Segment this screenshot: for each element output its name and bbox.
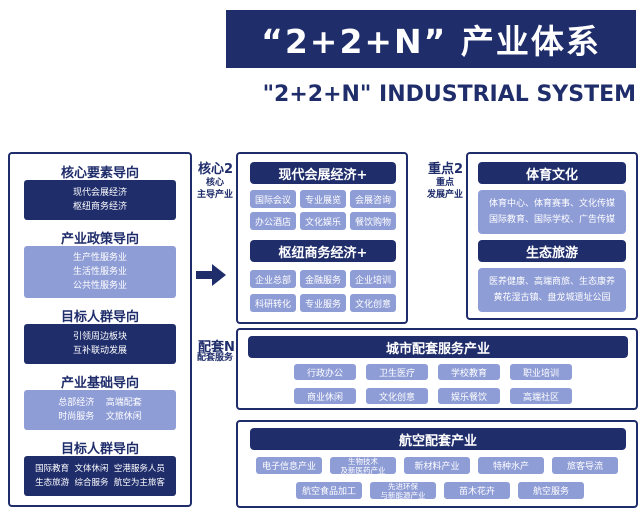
aviation-tag-line: 与新能源产业 <box>380 490 426 500</box>
key-sublabel: 重点 发展产业 <box>420 177 470 201</box>
aviation-tag: 生物技术 及新医药产业 <box>330 456 396 475</box>
aviation-tag: 先进环保 与新能源产业 <box>370 481 436 500</box>
section-heading: 产业基础导向 <box>60 376 139 391</box>
core-tag: 办公酒店 <box>250 212 296 230</box>
core-sublabel: 核心 主导产业 <box>192 177 238 201</box>
city-tag: 学校教育 <box>438 364 500 380</box>
city-tag: 行政办公 <box>294 364 356 380</box>
key-heading-sports: 体育文化 <box>478 162 626 184</box>
aviation-tag: 特种水产 <box>478 457 544 474</box>
key-line: 黄花湿古镇、盘龙城遗址公园 <box>493 293 611 303</box>
aviation-tag: 电子信息产业 <box>256 457 322 474</box>
city-tag: 高端社区 <box>510 388 572 404</box>
city-tag: 娱乐餐饮 <box>438 388 500 404</box>
page-title: “2+2+N” 产业体系 <box>261 22 601 61</box>
aviation-panel: 航空配套产业 电子信息产业 生物技术 及新医药产业 新材料产业 特种水产 旅客导… <box>236 420 638 508</box>
core-tag: 国际会议 <box>250 190 296 208</box>
city-tag: 商业休闲 <box>294 388 356 404</box>
core-tag: 文化娱乐 <box>300 212 346 230</box>
aviation-tag: 航空食品加工 <box>296 482 362 499</box>
key-box: 医养健康、高端商旅、生态康养 黄花湿古镇、盘龙城遗址公园 <box>478 268 626 312</box>
section-box: 现代会展经济 枢纽商务经济 <box>24 180 176 220</box>
aviation-heading: 航空配套产业 <box>250 428 626 450</box>
core-sub-line: 主导产业 <box>196 190 233 200</box>
section-line: 枢纽商务经济 <box>72 202 127 212</box>
page-subtitle: "2+2+N" INDUSTRIAL SYSTEM <box>262 82 636 107</box>
aviation-tag: 新材料产业 <box>404 457 470 474</box>
section-line: 国际教育 文体休闲 空港服务人员 <box>35 464 165 474</box>
city-tag: 文化创意 <box>366 388 428 404</box>
key-label: 重点2 <box>428 162 464 177</box>
support-label: 配套N <box>198 340 235 355</box>
key-line: 国际教育、国际学校、广告传媒 <box>488 215 615 225</box>
section-box: 引领周边板块 互补联动发展 <box>24 324 176 364</box>
support-sublabel: 配套服务 <box>196 353 233 363</box>
core-tag: 专业服务 <box>300 294 346 312</box>
right-arrow-icon <box>196 264 226 286</box>
key-sub-line: 重点 <box>435 178 454 188</box>
section-line: 现代会展经济 <box>72 188 127 198</box>
key-line: 医养健康、高端商旅、生态康养 <box>488 277 615 287</box>
section-heading: 产业政策导向 <box>60 232 139 247</box>
title-banner: “2+2+N” 产业体系 <box>226 10 636 68</box>
core-tag: 会展咨询 <box>350 190 396 208</box>
section-line: 互补联动发展 <box>72 346 127 356</box>
core-panel: 现代会展经济+ 国际会议 专业展览 会展咨询 办公酒店 文化娱乐 餐饮购物 枢纽… <box>236 152 408 324</box>
core-tag: 科研转化 <box>250 294 296 312</box>
core-tag: 餐饮购物 <box>350 212 396 230</box>
section-heading: 目标人群导向 <box>60 310 139 325</box>
core-tag: 金融服务 <box>300 270 346 288</box>
section-heading: 核心要素导向 <box>60 166 139 181</box>
core-tag: 专业展览 <box>300 190 346 208</box>
key-heading-eco: 生态旅游 <box>478 240 626 262</box>
aviation-tag-line: 及新医药产业 <box>340 465 386 475</box>
section-box: 总部经济 高端配套 时尚服务 文旅休闲 <box>24 390 176 430</box>
core-sub-line: 核心 <box>205 178 224 188</box>
section-line: 总部经济 高端配套 <box>58 398 142 408</box>
core-tag: 企业培训 <box>350 270 396 288</box>
core-tag: 企业总部 <box>250 270 296 288</box>
core-heading-exhibition: 现代会展经济+ <box>250 162 396 184</box>
city-heading: 城市配套服务产业 <box>248 336 628 358</box>
key-panel: 体育文化 体育中心、体育赛事、文化传媒 国际教育、国际学校、广告传媒 生态旅游 … <box>466 152 638 320</box>
key-line: 体育中心、体育赛事、文化传媒 <box>488 199 615 209</box>
section-line: 生活性服务业 <box>72 267 127 277</box>
section-line: 引领周边板块 <box>72 332 127 342</box>
section-heading: 目标人群导向 <box>60 442 139 457</box>
aviation-tag: 苗木花卉 <box>444 482 510 499</box>
aviation-tag-line: 生物技术 <box>348 456 378 466</box>
key-sub-line: 发展产业 <box>426 190 463 200</box>
core-label: 核心2 <box>198 162 234 177</box>
section-box: 生产性服务业 生活性服务业 公共性服务业 <box>24 246 176 298</box>
section-line: 生态旅游 综合服务 航空为主旅客 <box>35 478 165 488</box>
aviation-tag-line: 先进环保 <box>388 481 418 491</box>
city-tag: 卫生医疗 <box>366 364 428 380</box>
section-line: 生产性服务业 <box>72 253 127 263</box>
core-tag: 文化创意 <box>350 294 396 312</box>
section-box: 国际教育 文体休闲 空港服务人员 生态旅游 综合服务 航空为主旅客 <box>24 456 176 496</box>
aviation-tag: 航空服务 <box>518 482 584 499</box>
key-box: 体育中心、体育赛事、文化传媒 国际教育、国际学校、广告传媒 <box>478 190 626 234</box>
city-tag: 职业培训 <box>510 364 572 380</box>
core-heading-business: 枢纽商务经济+ <box>250 240 396 262</box>
left-guidance-panel: 核心要素导向 现代会展经济 枢纽商务经济 产业政策导向 生产性服务业 生活性服务… <box>8 152 192 507</box>
section-line: 公共性服务业 <box>72 281 127 291</box>
city-support-panel: 城市配套服务产业 行政办公 卫生医疗 学校教育 职业培训 商业休闲 文化创意 娱… <box>236 328 638 410</box>
aviation-tag: 旅客导流 <box>552 457 618 474</box>
section-line: 时尚服务 文旅休闲 <box>58 412 142 422</box>
